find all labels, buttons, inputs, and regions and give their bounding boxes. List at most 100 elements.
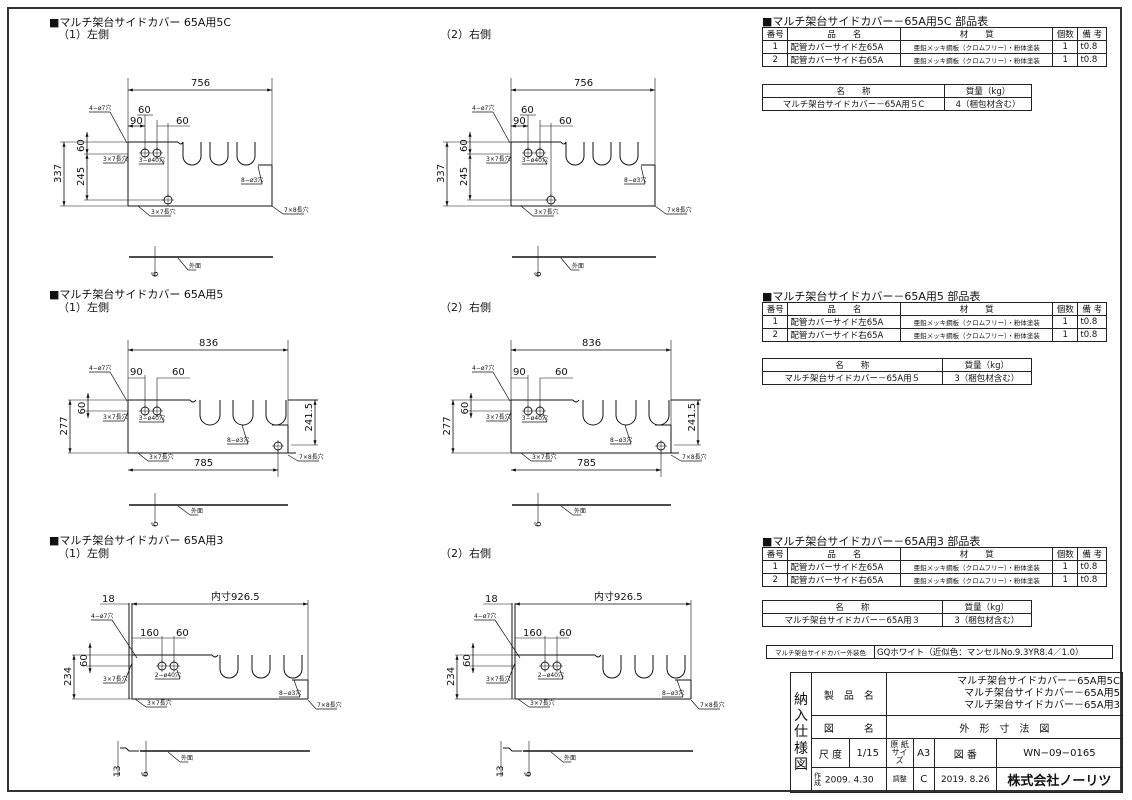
product-name: マルチ架台サイドカバー－65A用5C	[957, 676, 1120, 688]
panel-notch	[572, 399, 580, 403]
pipe-cutouts	[602, 655, 686, 679]
leader-line	[542, 413, 548, 423]
note-slot-7x8: 7×8長穴	[284, 206, 309, 214]
product-label: 製 品 名	[811, 671, 887, 717]
dim-pitch-top: 60	[521, 105, 534, 116]
leader-line	[520, 452, 532, 462]
dim-hole-offset: 160	[523, 628, 542, 639]
leader-line	[109, 371, 128, 402]
leader-line	[670, 454, 682, 462]
note-slot-3x7: 3×7長穴	[103, 675, 128, 683]
scale-label: 尺 度	[811, 738, 850, 768]
leader-line	[506, 411, 512, 422]
leader-line	[307, 699, 317, 710]
dim-hole-offset: 160	[140, 628, 159, 639]
leader-line	[137, 205, 151, 217]
panel-notch	[594, 654, 602, 658]
dim-height: 337	[53, 164, 64, 183]
drawing-number: WN−09−0165	[995, 738, 1124, 768]
pipe-cutouts	[182, 142, 256, 166]
note-outer: 外面	[574, 507, 586, 515]
view-label-3-left: （1）左側	[58, 547, 109, 560]
note-slot-3x7: 3×7長穴	[486, 155, 511, 163]
dim-bottom-width: 785	[577, 458, 596, 469]
drawing-name: 外 形 寸 法 図	[885, 715, 1124, 740]
dim-flange: 18	[102, 594, 115, 605]
note-slot-7x8: 7×8長穴	[682, 453, 707, 461]
note-hole-7: 4−ø7穴	[89, 364, 111, 372]
leader-line	[293, 679, 301, 698]
leader-line	[176, 669, 181, 680]
note-slot-3x7-bottom: 3×7長穴	[534, 208, 559, 216]
note-hole-7: 4−ø7穴	[472, 104, 494, 112]
col-material: 材 質	[900, 27, 1054, 41]
note-hole-40: 2−ø40穴	[538, 671, 564, 679]
note-slot-3x7-bottom: 3×7長穴	[532, 453, 557, 461]
section-step	[503, 747, 522, 752]
section-title-3: ■マルチ架台サイドカバー 65A用3	[49, 534, 224, 547]
dim-thickness: 6	[524, 771, 534, 777]
leader-line	[123, 662, 133, 684]
note-hole-40: 3−ø40穴	[139, 156, 165, 164]
dim-top-offset: 60	[76, 139, 87, 152]
leader-line	[159, 157, 165, 165]
panel-notch	[177, 141, 184, 145]
note-hole-7: 4−ø7穴	[89, 104, 111, 112]
dim-thickness: 6	[151, 271, 161, 277]
title-block: 納入仕様図 製 品 名 マルチ架台サイドカバー－65A用5C マルチ架台サイドカ…	[790, 671, 1124, 794]
dim-width: 756	[574, 78, 593, 89]
company-logo: 株式会社ノーリツ	[995, 766, 1124, 794]
created-label: 作成	[814, 771, 821, 787]
pipe-cutouts	[565, 142, 639, 166]
dim-thickness: 6	[534, 271, 544, 277]
note-hole-3: 8−ø3穴	[610, 436, 632, 444]
note-hole-40: 3−ø40穴	[522, 156, 548, 164]
leader-line	[109, 111, 128, 144]
leader-line	[123, 155, 129, 164]
leader-line	[550, 751, 564, 763]
leader-line	[111, 619, 138, 659]
leader-line	[640, 165, 646, 185]
dim-height: 277	[59, 416, 70, 435]
dim-bottom-width: 785	[194, 458, 213, 469]
dim-pitch: 60	[176, 116, 189, 127]
leader-line	[506, 662, 516, 684]
dim-width: 内寸926.5	[211, 590, 260, 603]
created-date: 2009. 4.30	[824, 775, 874, 786]
paper-label: 原 紙 サイズ	[885, 738, 914, 768]
pipe-cutouts	[582, 400, 670, 426]
leader-line	[167, 751, 181, 763]
note-slot-3x7: 3×7長穴	[103, 155, 128, 163]
view-label-5c-left: （1）左側	[58, 28, 109, 41]
panel-notch	[560, 141, 567, 145]
leader-line	[624, 424, 632, 445]
section-title-5: ■マルチ架台サイドカバー 65A用5	[49, 288, 224, 301]
leader-line	[287, 454, 299, 462]
bom-header-row: 番号品 名材 質個数備 考	[761, 27, 1107, 41]
note-hole-7: 4−ø7穴	[472, 364, 494, 372]
dim-pitch: 60	[172, 367, 185, 378]
dim-pitch: 60	[555, 367, 568, 378]
leader-line	[654, 205, 667, 215]
dim-width: 756	[191, 78, 210, 89]
dim-height: 234	[63, 667, 74, 686]
section-title-5c: ■マルチ架台サイドカバー 65A用5C	[49, 16, 232, 29]
dim-pitch-top: 60	[138, 105, 151, 116]
leader-line	[271, 205, 284, 215]
dim-height: 234	[446, 667, 457, 686]
dim-top-offset: 60	[79, 654, 90, 667]
dim-hole-offset: 90	[130, 116, 143, 127]
pipe-cutouts	[199, 400, 287, 426]
note-hole-40: 3−ø40穴	[139, 414, 165, 422]
pipe-cutouts	[219, 655, 303, 679]
leader-line	[520, 205, 534, 217]
col-qty: 個数	[1052, 27, 1079, 41]
scale-value: 1/15	[848, 738, 887, 768]
